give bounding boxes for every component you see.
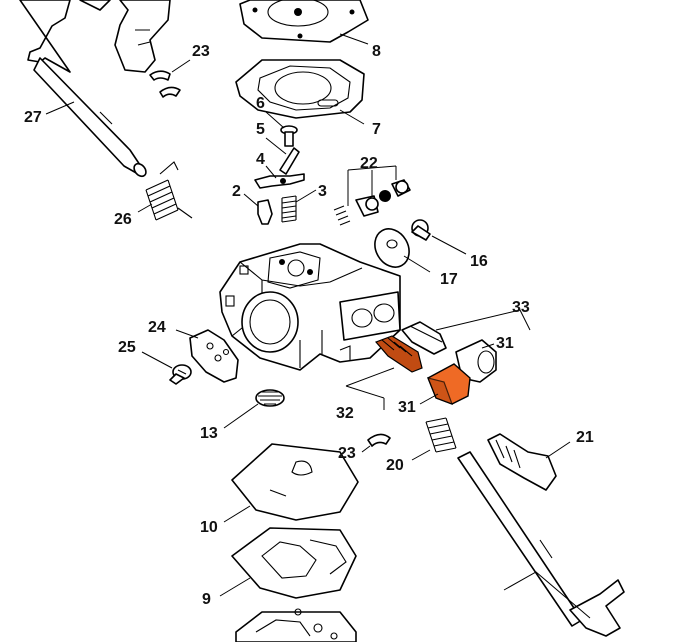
callout-4: 4 bbox=[256, 151, 265, 168]
callout-23-lower: 23 bbox=[338, 445, 356, 462]
part-2-inlet-needle bbox=[257, 199, 273, 225]
part-9-pump-diaphragm bbox=[231, 527, 357, 599]
part-21-knob bbox=[487, 433, 557, 491]
callout-25: 25 bbox=[118, 339, 136, 356]
callout-13: 13 bbox=[200, 425, 218, 442]
part-26-spring bbox=[145, 161, 193, 221]
part-25-screw bbox=[169, 364, 192, 385]
part-22-valve-kit bbox=[333, 179, 411, 226]
leader-lines bbox=[45, 33, 591, 619]
callout-24: 24 bbox=[148, 319, 166, 336]
part-10-gasket bbox=[231, 443, 359, 521]
part-5-pin bbox=[279, 147, 300, 175]
callout-32: 32 bbox=[336, 405, 354, 422]
part-33-adjusting-screw-h bbox=[401, 321, 447, 355]
carburetor-body bbox=[219, 243, 401, 371]
part-7-gasket bbox=[235, 59, 365, 119]
part-24-throttle-plate bbox=[189, 329, 239, 383]
part-16-screw bbox=[411, 219, 431, 241]
callout-27: 27 bbox=[24, 109, 42, 126]
part-32-adjusting-screw-l bbox=[374, 335, 423, 373]
callout-31-lower: 31 bbox=[398, 399, 416, 416]
part-8-metering-diaphragm bbox=[239, 0, 369, 43]
callout-labels: 8 23 7 6 27 5 4 22 2 3 26 16 17 33 24 25… bbox=[24, 43, 594, 608]
part-20-spring bbox=[425, 417, 457, 453]
callout-16: 16 bbox=[470, 253, 488, 270]
part-13-filter-screen bbox=[255, 389, 285, 407]
callout-10: 10 bbox=[200, 519, 218, 536]
callout-31-upper: 31 bbox=[496, 335, 514, 352]
callout-17: 17 bbox=[440, 271, 458, 288]
callout-8: 8 bbox=[372, 43, 381, 60]
part-6-screw bbox=[280, 125, 298, 147]
part-17-disc bbox=[374, 228, 410, 268]
callout-20: 20 bbox=[386, 457, 404, 474]
callout-7: 7 bbox=[372, 121, 381, 138]
callout-5: 5 bbox=[256, 121, 265, 138]
part-23-clip-upper bbox=[149, 70, 181, 98]
callout-22: 22 bbox=[360, 155, 378, 172]
part-31-limiter-cap-lower bbox=[427, 363, 471, 406]
callout-2: 2 bbox=[232, 183, 241, 200]
choke-shaft-lower bbox=[457, 451, 625, 637]
callout-26: 26 bbox=[114, 211, 132, 228]
callout-6: 6 bbox=[256, 95, 265, 112]
part-4-lever bbox=[254, 173, 305, 189]
part-23-clip-lower bbox=[367, 433, 391, 447]
choke-lever-linkage bbox=[79, 0, 171, 73]
callout-21: 21 bbox=[576, 429, 594, 446]
part-3-spring bbox=[281, 195, 297, 223]
callout-9: 9 bbox=[202, 591, 211, 608]
callout-33: 33 bbox=[512, 299, 530, 316]
part-27-throttle-shaft bbox=[19, 0, 147, 178]
pump-body-bottom bbox=[235, 608, 357, 642]
callout-23: 23 bbox=[192, 43, 210, 60]
callout-3: 3 bbox=[318, 183, 327, 200]
